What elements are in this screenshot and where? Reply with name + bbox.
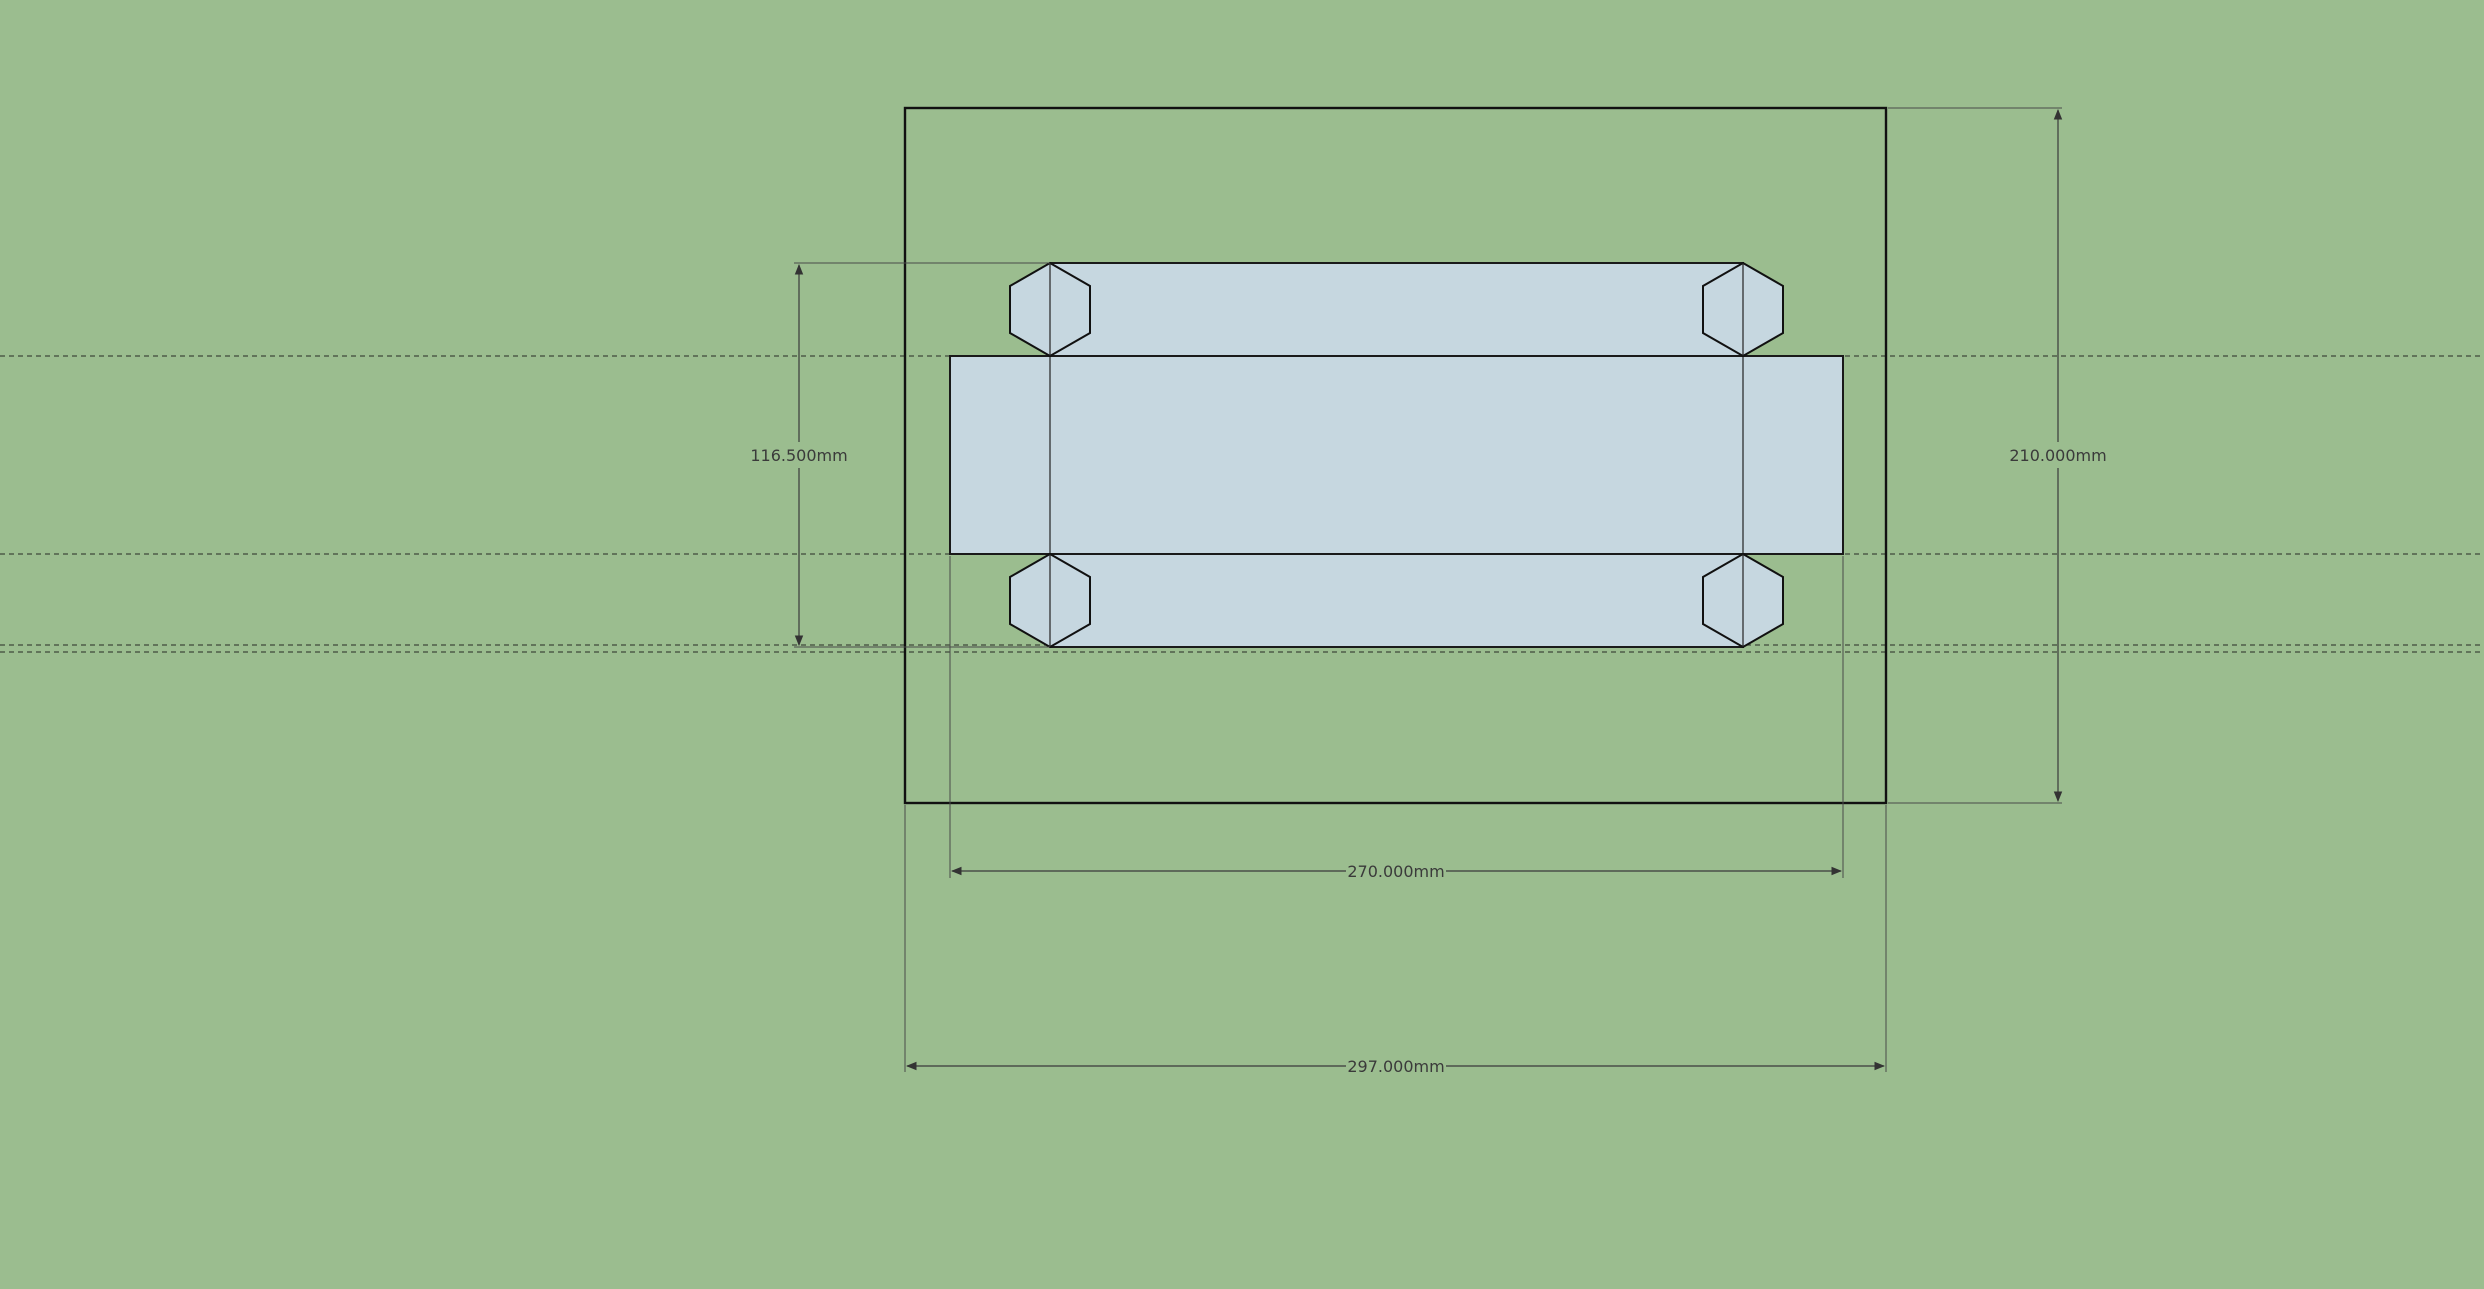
dimension-label-sheet-width: 297.000mm (1347, 1057, 1444, 1076)
tab-top-right[interactable] (1702, 261, 1784, 358)
dimension-net-height: 116.500mm (749, 262, 1050, 648)
dimension-label-sheet-height: 210.000mm (2009, 446, 2106, 465)
top-panel[interactable] (1049, 262, 1744, 357)
dimension-label-net-height: 116.500mm (750, 446, 847, 465)
dimension-sheet-width: 297.000mm (904, 805, 1887, 1078)
dimension-center-width: 270.000mm (949, 556, 1844, 883)
dimension-sheet-height: 210.000mm (1888, 107, 2108, 804)
tab-top-left[interactable] (1009, 261, 1091, 358)
sheet-outline[interactable] (903, 106, 1888, 805)
tab-bottom-right[interactable] (1702, 552, 1784, 649)
bottom-panel[interactable] (1049, 553, 1744, 648)
dimension-label-center-width: 270.000mm (1347, 862, 1444, 881)
center-panel[interactable] (949, 355, 1844, 555)
